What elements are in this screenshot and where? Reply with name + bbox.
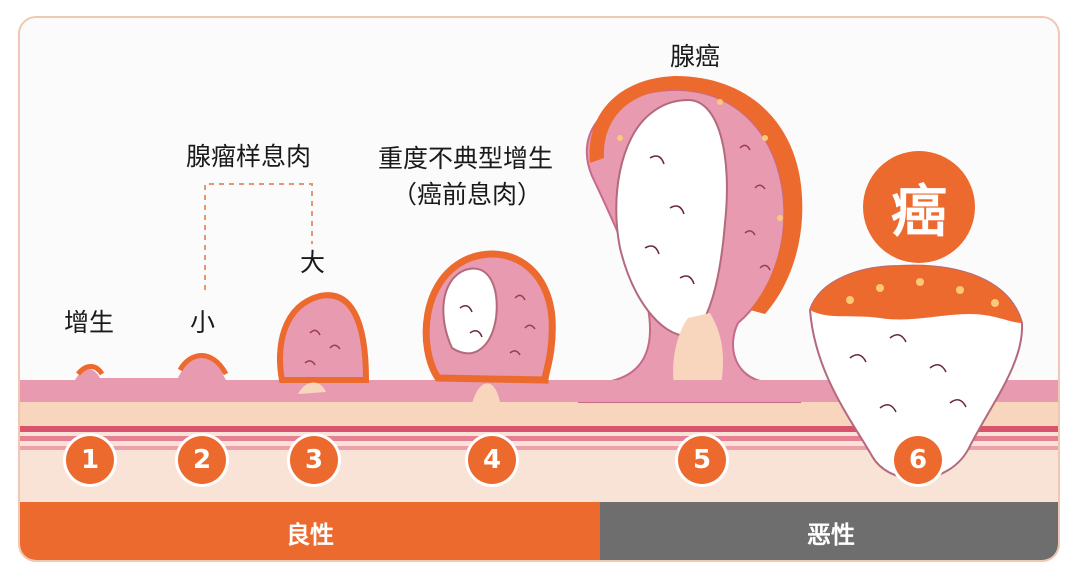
polyp-5-necrotic-core: [615, 98, 728, 338]
mucosa-lining: [20, 380, 1058, 402]
muscle-layer-top: [20, 426, 1058, 432]
label-adenoma: 腺瘤样息肉: [186, 142, 312, 171]
stage-marker-1: 1: [66, 436, 114, 484]
label-adenocarcinoma: 腺癌: [670, 42, 721, 71]
cancer-badge: 癌: [863, 151, 975, 263]
adenoma-size-bracket: [204, 183, 313, 290]
necrotic-texture: [459, 155, 967, 443]
polyp-6-surface-orange: [810, 265, 1022, 323]
label-small: 小: [190, 308, 216, 337]
label-precancerous-polyp: （癌前息肉）: [392, 180, 543, 209]
label-large: 大: [300, 248, 326, 277]
mucosa-lining-left: [20, 358, 282, 386]
tissue-texture: [304, 144, 771, 366]
polyp-2-small-adenoma: [177, 353, 229, 376]
polyp-4-core: [442, 267, 498, 355]
stage-marker-6: 6: [894, 436, 942, 484]
polyp-4-stalk: [472, 383, 500, 404]
label-severe-dysplasia: 重度不典型增生: [378, 144, 554, 173]
surface-spots: [617, 99, 999, 307]
label-hyperplasia: 增生: [64, 308, 115, 337]
stage-marker-5: 5: [678, 436, 726, 484]
polyp-5-surface-orange: [589, 76, 803, 314]
polyp-3-core: [298, 382, 326, 394]
polyp-progression-illustration: [20, 76, 1058, 502]
muscle-layer-low: [20, 446, 1058, 450]
stage-marker-2: 2: [178, 436, 226, 484]
malignant-bar: 恶性: [600, 502, 1058, 560]
stage-marker-4: 4: [468, 436, 516, 484]
stage-marker-3: 3: [290, 436, 338, 484]
polyp-5-stalk-core: [673, 313, 723, 390]
polyp-1-hyperplasia: [76, 364, 105, 376]
polyp-3-large-adenoma: [277, 292, 370, 383]
muscle-layer-mid: [20, 436, 1058, 441]
diagram-frame: 增生 腺瘤样息肉 小 大 重度不典型增生 （癌前息肉） 腺癌 癌 1 2 3 4…: [18, 16, 1060, 562]
benign-bar: 良性: [20, 502, 600, 560]
